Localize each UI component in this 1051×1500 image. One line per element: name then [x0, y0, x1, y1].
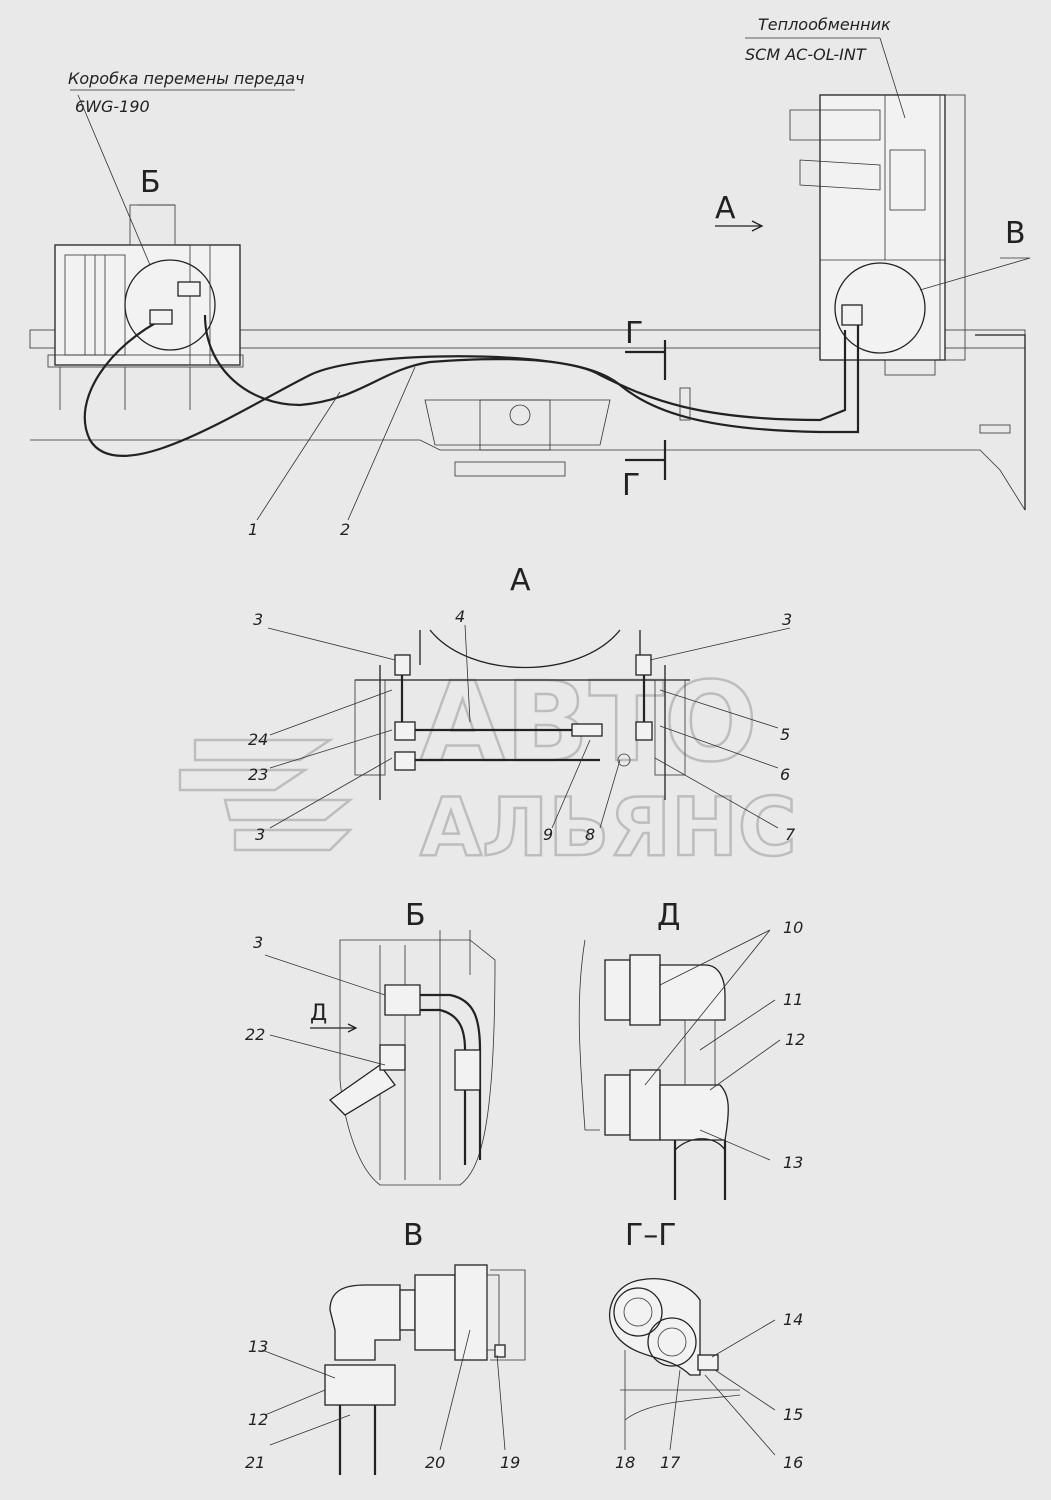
frame-end: [975, 334, 1026, 510]
view-d: Д 10 11 12 13: [578, 898, 805, 1200]
view-b-d-marker: Д: [310, 1001, 327, 1026]
section-callout-17: 17: [660, 1453, 681, 1472]
view-v: В 13 12 21 20 19: [245, 1218, 526, 1475]
view-v-elbow: [329, 1284, 401, 1361]
section-hose-1: [613, 1287, 663, 1337]
watermark-logo: [178, 738, 354, 852]
hose-2: [203, 314, 860, 434]
view-b-sensor: [328, 1064, 396, 1116]
view-b: Б Д 3 22: [245, 898, 496, 1186]
view-v-marker: В: [1005, 216, 1026, 251]
view-a-callout-3-right: 3: [782, 610, 792, 629]
view-a-callout-9: 9: [543, 825, 553, 844]
exchanger-fitting: [841, 304, 863, 326]
view-b-callout-3: 3: [253, 933, 263, 952]
view-a-left-rail: [354, 679, 386, 776]
view-a-callout-24: 24: [248, 730, 268, 749]
callout-1: 1: [248, 520, 258, 539]
frame-rail-bottom: [30, 439, 1026, 511]
view-b-callout-22: 22: [245, 1025, 265, 1044]
view-a-callout-23: 23: [248, 765, 268, 784]
view-a-title: А: [510, 563, 531, 598]
view-a-callout-7: 7: [785, 825, 796, 844]
view-a-callout-4: 4: [455, 607, 465, 626]
section-clamp: [609, 1278, 701, 1376]
section-bolt: [697, 1354, 719, 1371]
view-v-title: В: [403, 1218, 424, 1253]
view-d-title: Д: [657, 898, 680, 933]
view-b-marker: Б: [140, 165, 161, 200]
gearbox-fitting-upper: [177, 281, 201, 297]
section-callout-16: 16: [783, 1453, 803, 1472]
heat-exchanger-label: Теплообменник: [758, 15, 891, 34]
callout-2: 2: [340, 520, 350, 539]
view-a-callout-5: 5: [780, 725, 790, 744]
view-d-callout-13: 13: [783, 1153, 803, 1172]
gearbox-model: 6WG-190: [75, 97, 150, 116]
cross-member: [424, 399, 611, 477]
section-hose-2: [647, 1317, 697, 1367]
view-a-callout-3-bottom: 3: [255, 825, 265, 844]
section-callout-18: 18: [615, 1453, 635, 1472]
hose-clamp: [679, 387, 691, 421]
section-callout-14: 14: [783, 1310, 803, 1329]
view-v-callout-20: 20: [425, 1453, 445, 1472]
gearbox: [47, 204, 244, 410]
section-g-marker-bottom: Г: [622, 468, 640, 503]
section-g-g: Г–Г 14 15 16 18 17: [609, 1218, 803, 1472]
watermark-line1: АВТО: [420, 658, 758, 786]
view-v-callout-19: 19: [500, 1453, 520, 1472]
view-v-callout-21: 21: [245, 1453, 265, 1472]
watermark: АВТО АЛЬЯНС: [178, 657, 798, 875]
hose-1: [83, 317, 847, 458]
view-d-callout-11: 11: [783, 990, 803, 1009]
exchanger-leader: [745, 37, 906, 119]
section-g-marker-top: Г: [625, 316, 643, 351]
gearbox-label: Коробка перемены передач: [68, 69, 305, 88]
view-a-callout-8: 8: [585, 825, 595, 844]
watermark-line2: АЛЬЯНС: [420, 781, 797, 874]
gearbox-fitting: [149, 309, 173, 325]
heat-exchanger-model: SCM AC-OL-INT: [745, 45, 867, 64]
gearbox-leader: [70, 89, 295, 266]
view-v-callout-12: 12: [248, 1410, 268, 1429]
view-d-callout-12: 12: [785, 1030, 805, 1049]
heat-exchanger: [789, 94, 966, 376]
section-gg-title: Г–Г: [625, 1218, 677, 1253]
section-callout-15: 15: [783, 1405, 803, 1424]
view-a-right-rail: [654, 679, 686, 776]
view-v-callout-13: 13: [248, 1337, 268, 1356]
main-assembly-view: Коробка перемены передач 6WG-190 Теплооб…: [29, 15, 1031, 539]
view-a: А 3 4 3 24 23 3 5 6 7 9 8: [248, 563, 796, 844]
view-a-callout-3-left: 3: [253, 610, 263, 629]
view-d-callout-10: 10: [783, 918, 803, 937]
view-a-marker: А: [715, 191, 736, 226]
view-a-callout-6: 6: [780, 765, 790, 784]
view-b-title: Б: [405, 898, 426, 933]
section-line-g: [625, 340, 667, 480]
view-v-leader: [919, 257, 1031, 291]
hose-leaders: [256, 366, 416, 521]
frame-bracket: [979, 424, 1011, 434]
view-a-hoses: [410, 728, 600, 762]
view-b-fitting: [384, 984, 421, 1016]
